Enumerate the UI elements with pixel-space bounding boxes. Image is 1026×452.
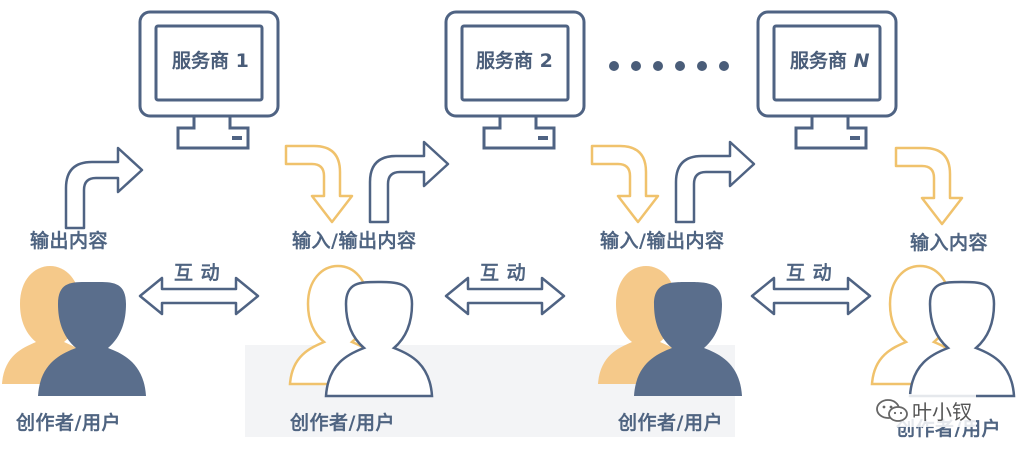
input-output-content-label-1: 输入/输出内容 [292, 230, 417, 252]
user-group-1 [2, 266, 146, 396]
interaction-label-1: 互 动 [174, 262, 221, 284]
watermark: 叶小钗 [870, 394, 976, 427]
output-arrow-1 [64, 146, 144, 230]
user-group-4 [870, 264, 1016, 398]
interaction-arrow-3 [750, 276, 872, 316]
output-content-label: 输出内容 [30, 230, 109, 252]
user-label-1: 创作者/用户 [16, 412, 121, 434]
ellipsis-dots [609, 61, 729, 71]
server-label-n-suffix: N [853, 50, 870, 72]
input-arrow-3 [894, 146, 964, 226]
interaction-label-2: 互 动 [480, 262, 527, 284]
output-arrow-2 [368, 140, 450, 224]
server-monitor-1 [138, 10, 280, 150]
interaction-arrow-1 [138, 276, 260, 316]
user-group-3 [598, 266, 742, 396]
input-output-content-label-2: 输入/输出内容 [600, 230, 725, 252]
input-arrow-2 [590, 144, 660, 224]
server-label-n-text: 服务商 [790, 50, 848, 72]
server-label-n: 服务商 N [790, 50, 870, 72]
watermark-text: 叶小钗 [912, 400, 972, 424]
wechat-icon [876, 398, 908, 422]
user-label-3: 创作者/用户 [618, 412, 723, 434]
interaction-arrow-2 [444, 276, 566, 316]
interaction-label-3: 互 动 [786, 262, 833, 284]
input-arrow-1 [284, 144, 354, 224]
server-monitor-2 [444, 10, 586, 150]
server-label-1: 服务商 1 [172, 50, 249, 72]
input-content-label: 输入内容 [910, 232, 989, 254]
user-group-2 [288, 264, 434, 398]
user-label-2: 创作者/用户 [290, 412, 395, 434]
server-monitor-n [756, 10, 898, 150]
server-label-2: 服务商 2 [476, 50, 553, 72]
output-arrow-3 [674, 140, 756, 224]
